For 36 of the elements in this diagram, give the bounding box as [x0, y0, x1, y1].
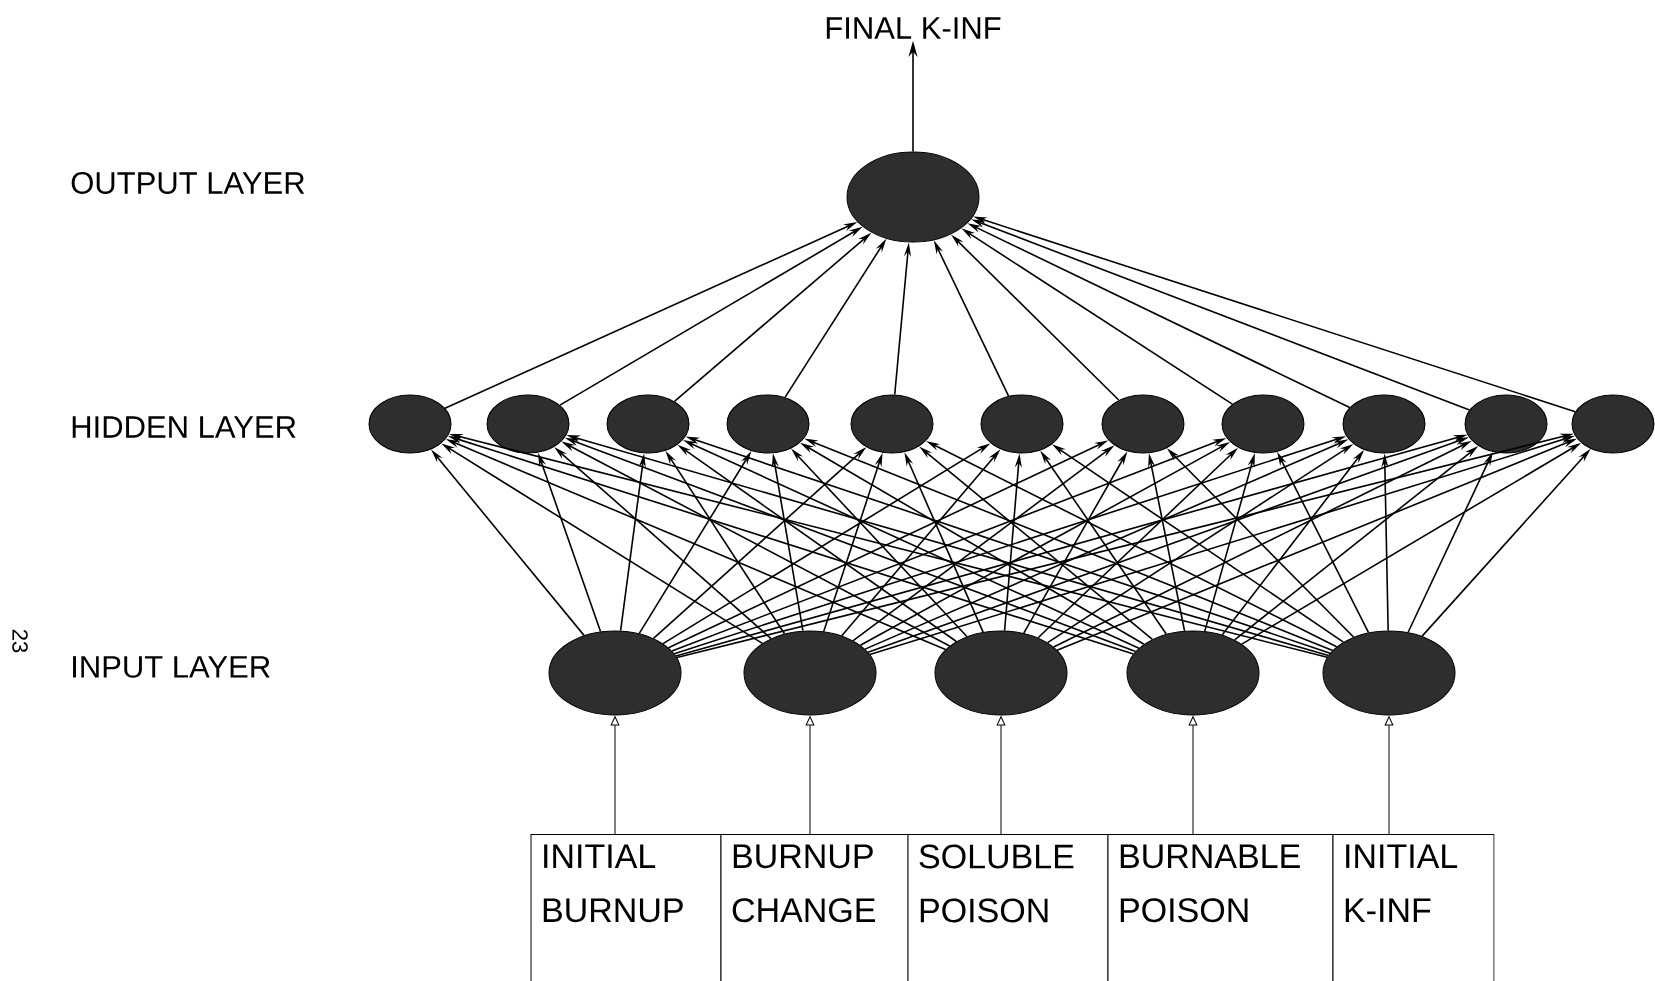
input-box: INITIAL K-INF — [1332, 834, 1495, 981]
node-label: BURNABLE POISON — [1120, 844, 1300, 923]
neuron — [980, 394, 1064, 454]
neuron — [1571, 394, 1655, 454]
arrow — [1188, 716, 1198, 835]
neuron — [726, 394, 810, 454]
arrow — [805, 716, 815, 835]
neuron — [850, 394, 934, 454]
neuron — [1126, 630, 1260, 716]
neuron — [846, 151, 980, 243]
neuron — [1464, 394, 1548, 454]
layer-label: OUTPUT LAYER — [71, 172, 305, 194]
input-box: BURNABLE POISON — [1107, 834, 1334, 981]
node-label: BURNUP CHANGE — [732, 844, 875, 923]
node-label: SOLUBLE POISON — [919, 844, 1074, 923]
neuron — [606, 394, 690, 454]
node-label: INITIAL K-INF — [1345, 844, 1458, 922]
arrow — [1384, 716, 1394, 835]
layer-label: HIDDEN LAYER — [72, 416, 296, 438]
input-box: SOLUBLE POISON — [907, 834, 1109, 981]
neuron — [548, 630, 682, 716]
arrow — [610, 716, 620, 835]
output-label: FINAL K-INF — [826, 17, 1001, 39]
layer-label: INPUT LAYER — [73, 656, 270, 678]
neuron — [1322, 630, 1456, 716]
neuron — [1221, 394, 1305, 454]
page-number: 23 — [12, 629, 28, 653]
neuron — [743, 630, 877, 716]
neuron — [1101, 394, 1185, 454]
input-box: INITIAL BURNUP — [530, 834, 722, 981]
neuron — [934, 630, 1068, 716]
input-box: BURNUP CHANGE — [720, 834, 909, 981]
neuron — [486, 394, 570, 454]
neuron — [368, 394, 452, 454]
neuron — [1342, 394, 1426, 454]
arrow — [996, 716, 1006, 835]
